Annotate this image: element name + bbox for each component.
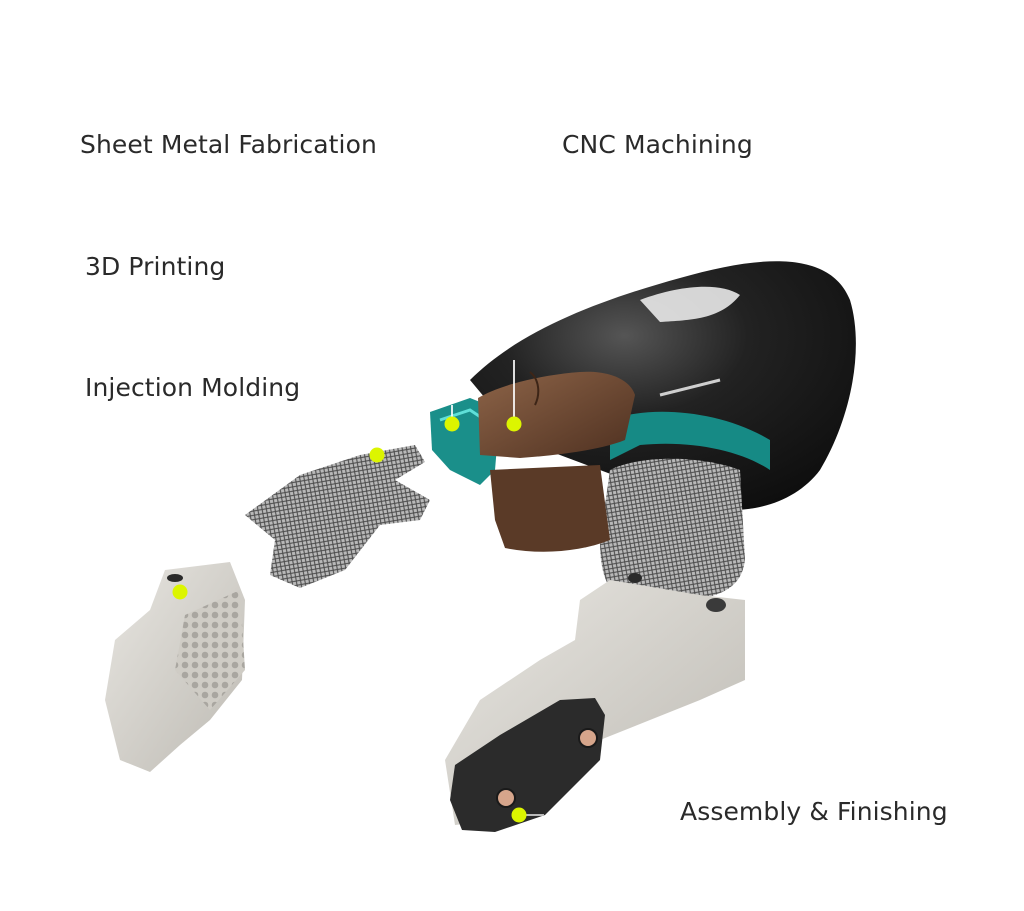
label-injection-molding[interactable]: Injection Molding	[85, 373, 301, 402]
leader-line-cnc	[513, 360, 515, 422]
label-assembly-finishing[interactable]: Assembly & Finishing	[680, 797, 948, 826]
mesh-forearm	[600, 458, 745, 605]
mesh-link	[245, 445, 430, 588]
label-3d-printing[interactable]: 3D Printing	[85, 252, 226, 281]
hotspot-fingertip[interactable]	[172, 584, 188, 600]
foot-pad	[450, 698, 605, 832]
leader-line-assembly	[522, 814, 544, 816]
fingertip-part	[105, 562, 245, 772]
hotspot-mesh-link[interactable]	[369, 447, 385, 463]
label-sheet-metal-fabrication[interactable]: Sheet Metal Fabrication	[80, 130, 377, 159]
label-cnc-machining[interactable]: CNC Machining	[562, 130, 753, 159]
hotspot-foot-pad[interactable]	[511, 807, 527, 823]
hotspot-brown-knuckle[interactable]	[506, 416, 522, 432]
hotspot-teal-bracket[interactable]	[444, 416, 460, 432]
leader-line-teal	[451, 405, 453, 423]
brown-knuckle	[478, 371, 635, 552]
